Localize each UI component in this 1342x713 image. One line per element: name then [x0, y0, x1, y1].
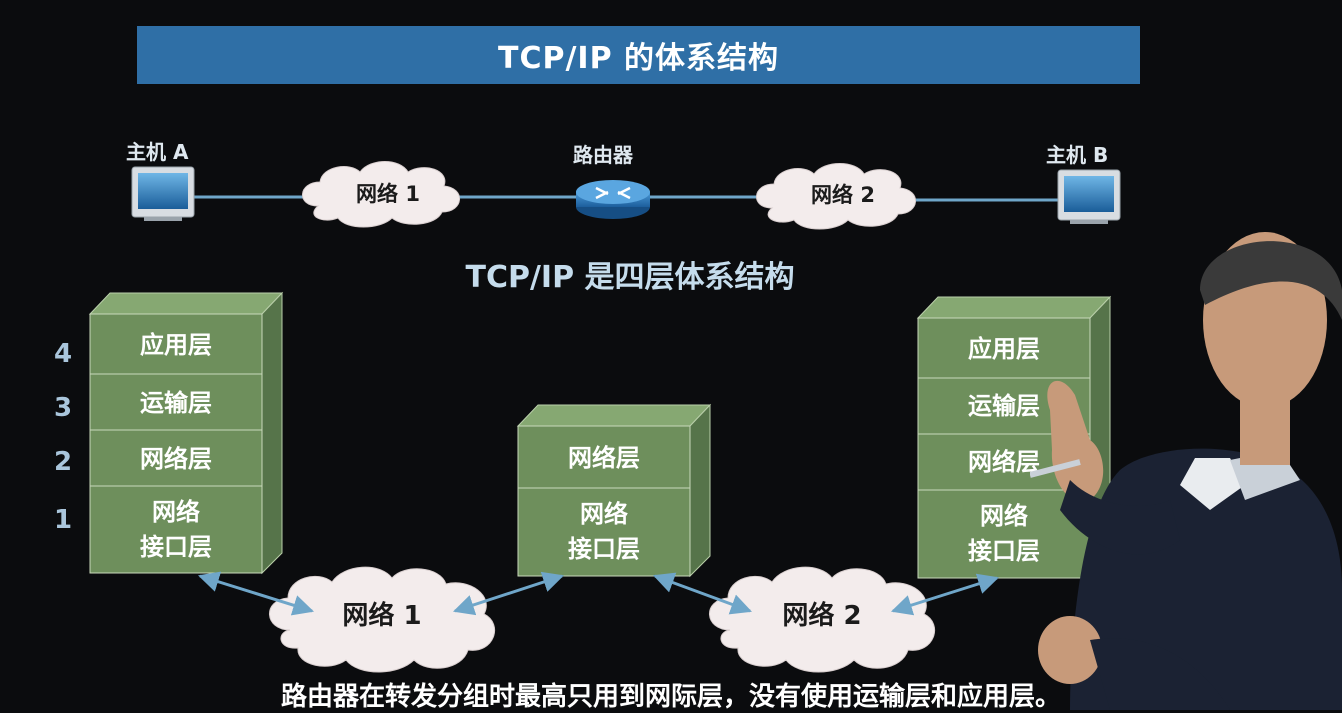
subtitle: TCP/IP 是四层体系结构	[465, 260, 795, 295]
host-a-layer-transport	[89, 373, 263, 431]
arrow-net2-host-b	[890, 573, 1000, 616]
host-b-link-label-2: 接口层	[968, 537, 1040, 565]
router-link-label-1: 网络	[580, 500, 628, 528]
host-a-application-label: 应用层	[140, 331, 212, 359]
router-icon	[576, 180, 650, 219]
host-b-link-label-1: 网络	[980, 502, 1028, 530]
bottom-net2-label: 网络 2	[782, 600, 861, 631]
host-b-computer-icon	[1057, 169, 1121, 224]
bottom-net1-label: 网络 1	[342, 600, 421, 631]
footer-note: 路由器在转发分组时最高只用到网际层，没有使用运输层和应用层。	[280, 682, 1061, 712]
top-net1-label: 网络 1	[356, 182, 420, 206]
top-cloud-network-2	[756, 163, 916, 230]
host-a-link-label-1: 网络	[152, 498, 200, 526]
router-link-label-2: 接口层	[568, 535, 640, 563]
router-stack	[516, 403, 712, 578]
host-b-network-label: 网络层	[968, 448, 1040, 476]
host-a-layer-link	[89, 485, 263, 574]
presenter-figure	[1030, 232, 1342, 710]
host-b-layer-link	[917, 489, 1091, 579]
arrow-router-net2	[653, 572, 752, 615]
top-net2-label: 网络 2	[811, 183, 875, 207]
host-a-network-label: 网络层	[140, 445, 212, 473]
router-label: 路由器	[573, 143, 633, 167]
arrow-host-a-net1	[197, 571, 315, 616]
top-cloud-network-1	[302, 161, 460, 228]
host-a-computer-icon	[131, 166, 195, 221]
host-a-link-label-2: 接口层	[140, 533, 212, 561]
layer-number-1: 1	[53, 505, 73, 535]
arrow-net1-router	[453, 571, 564, 616]
host-a-layer-network	[89, 429, 263, 487]
host-b-label: 主机 B	[1046, 143, 1109, 167]
host-a-transport-label: 运输层	[140, 389, 212, 417]
router-layer-link	[517, 487, 691, 577]
host-b-transport-label: 运输层	[968, 392, 1040, 420]
slide-title: TCP/IP 的体系结构	[137, 26, 1140, 84]
layer-number-4: 4	[53, 339, 73, 369]
router-layer-network	[517, 425, 691, 489]
layer-number-2: 2	[53, 447, 73, 477]
router-network-label: 网络层	[568, 444, 640, 472]
host-a-label: 主机 A	[126, 140, 189, 164]
host-a-stack	[88, 291, 284, 575]
host-a-layer-application	[89, 313, 263, 375]
layer-number-3: 3	[53, 393, 73, 423]
host-b-application-label: 应用层	[968, 335, 1040, 363]
